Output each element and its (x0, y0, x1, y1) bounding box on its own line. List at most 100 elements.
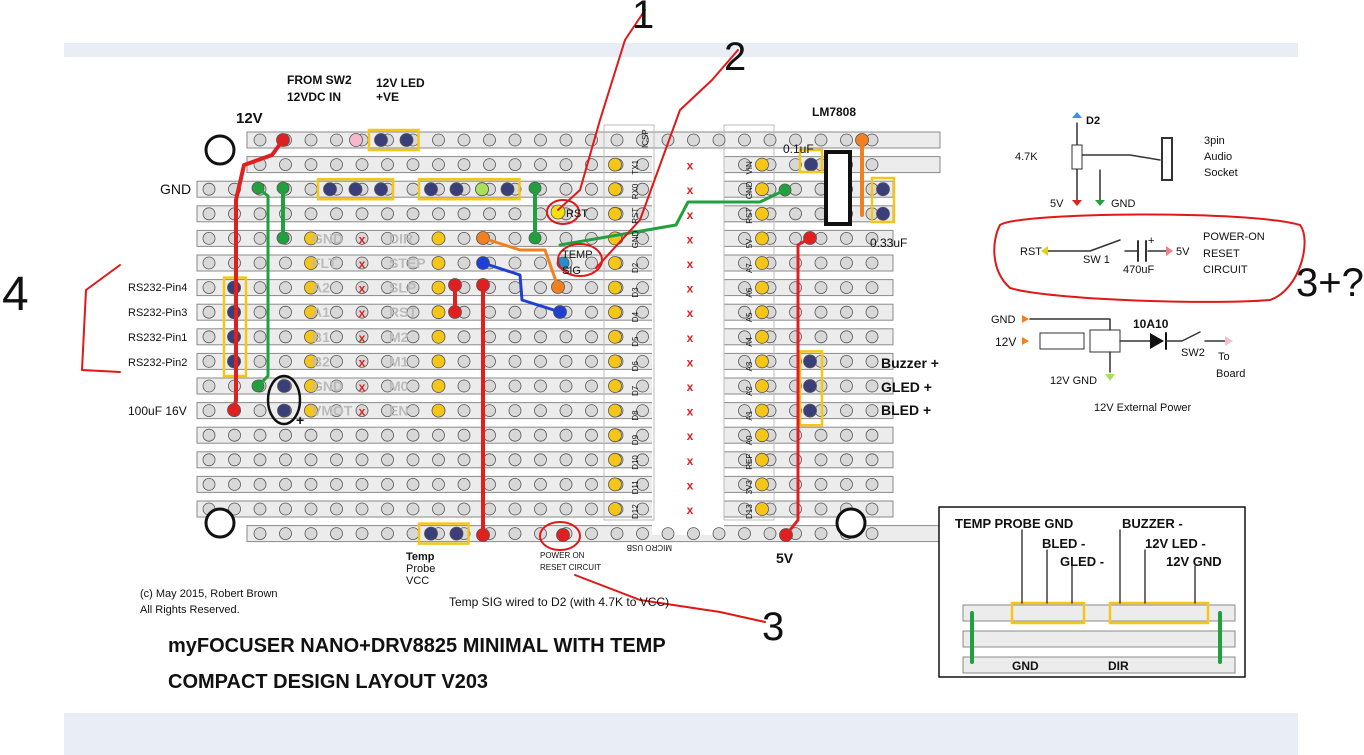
hole (330, 453, 343, 467)
green-wire-d2 (558, 188, 787, 247)
hole (330, 231, 343, 245)
to-board-arrow (1225, 336, 1233, 346)
hole (279, 330, 292, 344)
hole (610, 133, 624, 147)
cut-mark: x (359, 405, 366, 419)
hole (534, 428, 547, 442)
hole (483, 379, 496, 393)
hole (406, 281, 420, 295)
hole (585, 527, 598, 540)
v5-arrow (1072, 200, 1082, 206)
nano-left-label: D11 (631, 480, 640, 495)
label: + (296, 412, 304, 428)
blue-wire (481, 261, 562, 314)
hole (610, 527, 624, 540)
hole (508, 133, 522, 147)
label: (c) May 2015, Robert Brown (140, 588, 278, 600)
nano-left-label: D4 (631, 311, 640, 322)
nano-pin (755, 354, 769, 369)
hole (789, 133, 802, 147)
hole (712, 527, 726, 540)
hole (508, 305, 522, 319)
label: GND (160, 181, 191, 197)
reset-wire (1045, 239, 1121, 252)
inset-strip (962, 656, 1236, 674)
hole (738, 428, 751, 442)
drv-right-label: M1 (389, 353, 409, 369)
hole (636, 256, 649, 270)
hand-arrow-3 (574, 574, 766, 623)
hole (738, 231, 751, 245)
hole (381, 256, 394, 270)
hole (585, 379, 598, 393)
label: SW 1 (1083, 254, 1110, 266)
hole (355, 281, 369, 295)
hole (406, 379, 420, 393)
hole (814, 256, 828, 270)
dc-jack (1089, 329, 1121, 353)
hole (304, 158, 318, 172)
label: Probe (406, 563, 435, 575)
nano-left-label: D7 (631, 385, 640, 396)
label: Temp SIG wired to D2 (with 4.7K to VCC) (449, 595, 669, 609)
cut-mark: x (359, 355, 366, 369)
nano-right-label: RST (745, 208, 754, 224)
hole (253, 527, 267, 540)
dc-plug (1039, 332, 1085, 350)
label: Temp (406, 551, 435, 563)
hole (253, 330, 267, 344)
hole (687, 133, 700, 147)
nano-right-label: A7 (745, 263, 754, 273)
hole (406, 527, 420, 540)
drv-pin (304, 305, 318, 320)
nano-pin (755, 502, 769, 516)
hole (840, 453, 853, 467)
nano-pin (755, 182, 769, 197)
power-on-pin (556, 528, 570, 542)
hole (483, 207, 496, 221)
nano-left-label: D9 (631, 434, 640, 445)
hole (636, 453, 649, 467)
hole (865, 404, 879, 418)
d2-arrow (1072, 112, 1082, 118)
hole (763, 527, 777, 540)
hole (406, 477, 420, 491)
nano-pin (608, 157, 622, 172)
hole (457, 256, 471, 270)
hand-circle-temp (557, 243, 603, 277)
label: 5V (1050, 198, 1064, 210)
cut-mark: x (359, 232, 366, 246)
nano-right-label: A2 (745, 386, 754, 396)
hole (534, 256, 547, 270)
hole (330, 281, 343, 295)
nano-pin (755, 305, 769, 320)
label: BUZZER - (1122, 516, 1183, 531)
drv-pin (431, 231, 446, 246)
hole (585, 428, 598, 442)
hole (508, 158, 522, 172)
hole (559, 502, 573, 516)
drv-left-label: GND (312, 378, 343, 394)
hole (559, 428, 573, 442)
drv-pin (431, 280, 446, 295)
hole (585, 404, 598, 418)
nano-pin (608, 403, 622, 418)
gnd-blob (323, 182, 337, 197)
nano-right-label: A0 (745, 435, 754, 445)
label: 5V (1176, 246, 1190, 258)
nano-left-label: RST (631, 208, 640, 224)
nano-pin (755, 477, 769, 492)
mounting-hole (204, 134, 236, 166)
hole (814, 330, 828, 344)
hole (636, 158, 649, 172)
hole (636, 330, 649, 344)
hole (483, 502, 496, 516)
nano-left-label: D12 (631, 504, 640, 519)
drv-pin (304, 280, 318, 295)
hole (636, 182, 649, 196)
label: RS232-Pin4 (128, 282, 187, 294)
gnd-blob-box (316, 177, 395, 201)
hole (202, 256, 216, 270)
hole (789, 256, 802, 270)
hole (406, 231, 420, 245)
